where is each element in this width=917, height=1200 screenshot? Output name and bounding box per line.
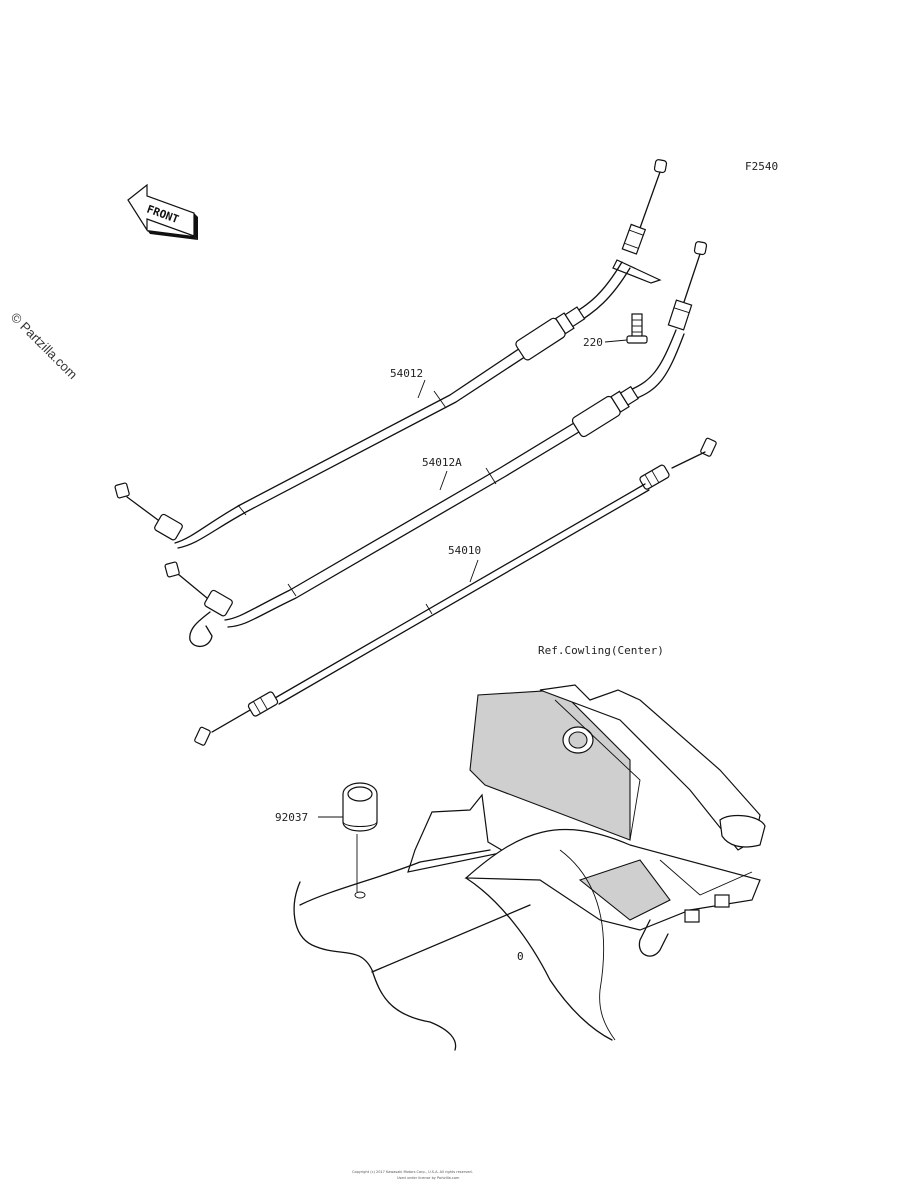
part-label-220: 220: [583, 336, 603, 349]
cable-54012A[interactable]: 54012A: [164, 241, 708, 647]
cable-54012[interactable]: 54012: [114, 159, 668, 549]
clamp-92037[interactable]: 92037: [275, 782, 378, 892]
part-label-54012A: 54012A: [422, 456, 462, 469]
part-label-92037: 92037: [275, 811, 308, 824]
bolt-220[interactable]: 220: [583, 313, 648, 349]
fender-mark: 0: [517, 950, 524, 963]
cable-54010[interactable]: 54010: [194, 437, 717, 746]
front-arrow-icon: FRONT: [127, 183, 198, 240]
cowling-center-reference: 0: [293, 684, 766, 1051]
watermark: © Partzilla.com: [8, 310, 81, 383]
copyright-line-1: Copyright (c) 2017 Kawasaki Motors Corp.…: [352, 1170, 473, 1174]
reference-note: Ref.Cowling(Center): [538, 644, 664, 657]
part-label-54012: 54012: [390, 367, 423, 380]
part-label-54010: 54010: [448, 544, 481, 557]
copyright-line-2: Used under license by Partzilla.com: [397, 1176, 460, 1180]
figure-code: F2540: [745, 160, 778, 173]
